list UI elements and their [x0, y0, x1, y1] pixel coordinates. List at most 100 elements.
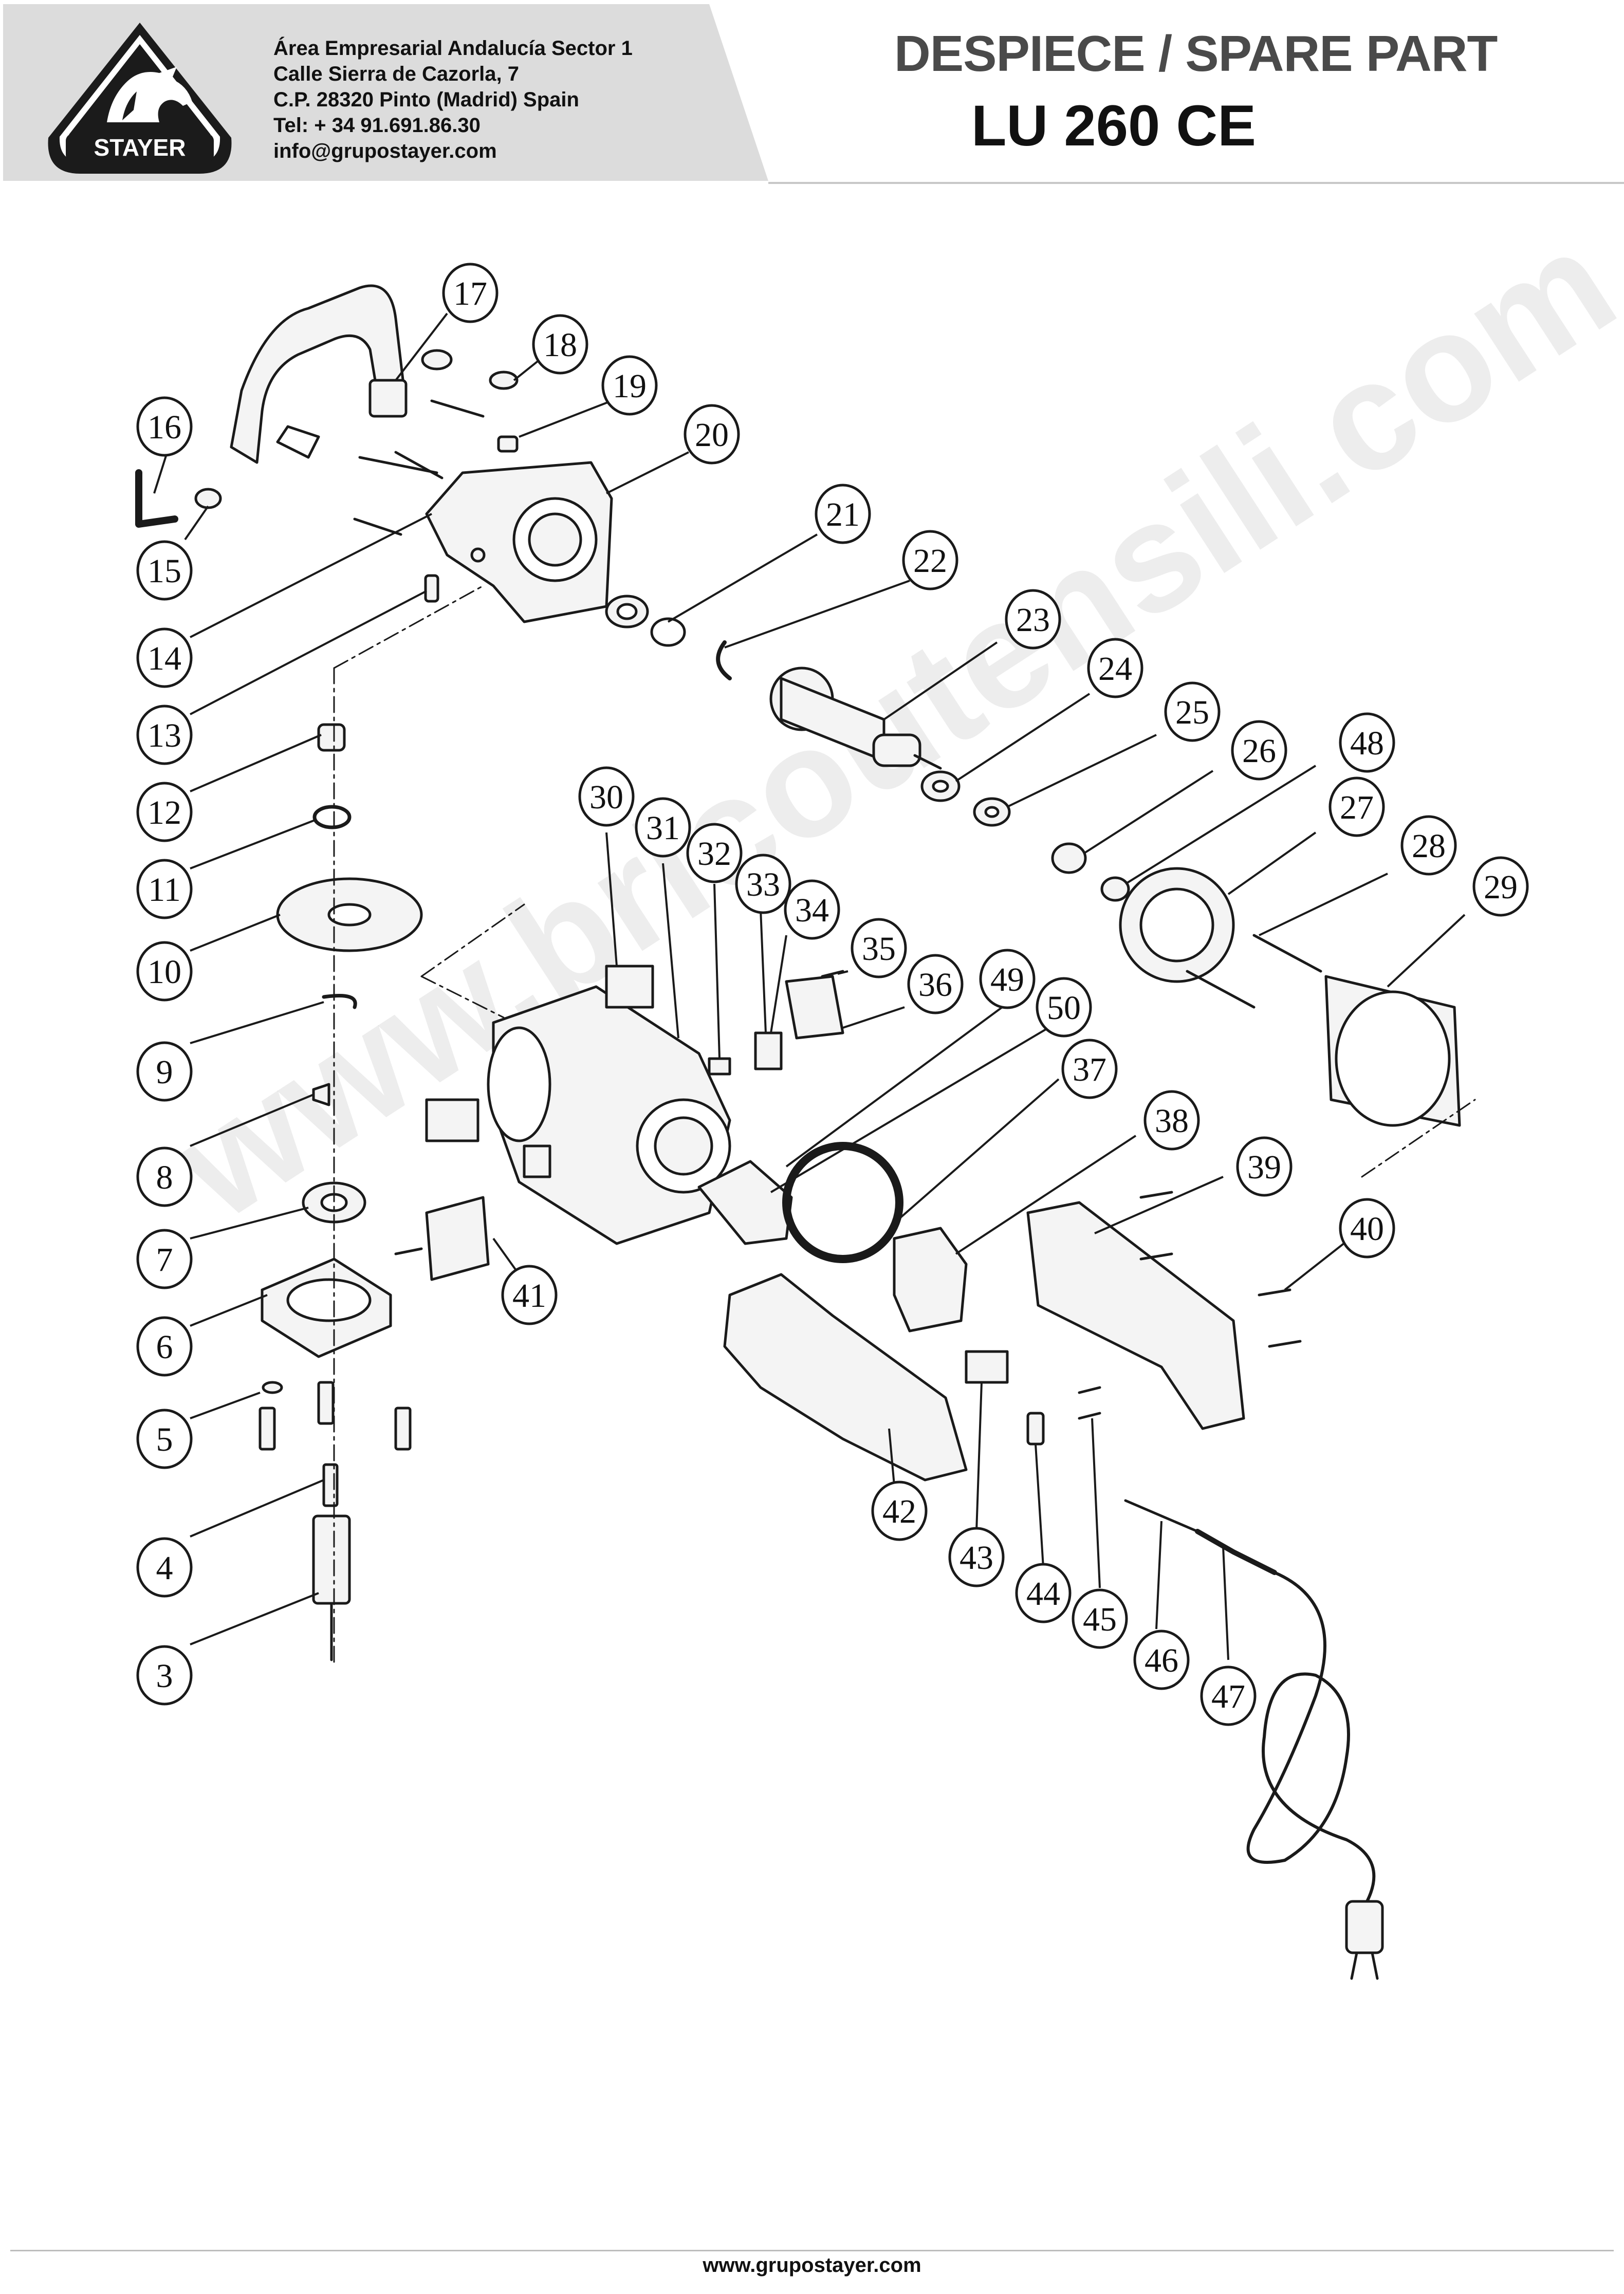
callout-40-label: 40 — [1350, 1210, 1384, 1248]
callout-49: 49 — [979, 949, 1036, 1009]
callout-41: 41 — [501, 1265, 558, 1325]
callout-20: 20 — [684, 404, 740, 465]
callout-46: 46 — [1133, 1630, 1190, 1690]
part-cable-clamp — [1026, 1412, 1045, 1446]
part-rubber-ring — [1100, 876, 1130, 902]
callout-45-label: 45 — [1083, 1601, 1117, 1638]
callout-12: 12 — [136, 782, 193, 842]
callout-42: 42 — [871, 1481, 928, 1541]
callout-26-label: 26 — [1242, 732, 1276, 770]
phone-line: Tel: + 34 91.691.86.30 — [273, 114, 481, 137]
callout-43-label: 43 — [959, 1539, 993, 1577]
callout-37-label: 37 — [1073, 1051, 1106, 1088]
callout-13-label: 13 — [147, 717, 181, 754]
callout-18: 18 — [532, 314, 588, 375]
callout-4-label: 4 — [156, 1549, 173, 1587]
callout-44: 44 — [1015, 1563, 1072, 1623]
callout-31: 31 — [635, 797, 691, 858]
callout-47: 47 — [1200, 1666, 1257, 1726]
callout-40: 40 — [1339, 1198, 1395, 1259]
part-capacitor — [965, 1350, 1009, 1384]
callout-32: 32 — [686, 823, 743, 883]
part-bearing-21 — [605, 595, 649, 628]
part-flange — [261, 1257, 392, 1358]
part-brush-holder-41 — [523, 1144, 551, 1178]
callout-8-label: 8 — [156, 1159, 173, 1196]
logo-wordmark: STAYER — [94, 134, 186, 161]
callout-4: 4 — [136, 1537, 193, 1598]
part-cover-36 — [785, 975, 844, 1040]
callout-41-label: 41 — [512, 1277, 546, 1315]
callout-38: 38 — [1143, 1090, 1200, 1151]
callout-14-label: 14 — [147, 640, 181, 677]
stayer-logo: STAYER — [48, 23, 232, 174]
callout-32-label: 32 — [697, 835, 731, 873]
callout-6-label: 6 — [156, 1328, 173, 1366]
callout-37: 37 — [1061, 1039, 1118, 1099]
callout-7: 7 — [136, 1229, 193, 1289]
callout-24-label: 24 — [1098, 650, 1132, 688]
part-bevel-gear — [276, 877, 423, 952]
part-ring-11 — [312, 805, 352, 829]
email-line: info@grupostayer.com — [273, 140, 497, 162]
part-bearing-7 — [302, 1181, 366, 1224]
part-screw-4 — [322, 1463, 339, 1507]
part-brush-holder — [754, 1031, 783, 1070]
callout-10: 10 — [136, 941, 193, 1002]
part-gear-housing — [425, 461, 613, 623]
footer-website[interactable]: www.grupostayer.com — [703, 2254, 921, 2277]
callout-19-label: 19 — [613, 367, 647, 405]
callout-43: 43 — [948, 1527, 1005, 1587]
part-screw-41 — [394, 1247, 423, 1255]
callout-33: 33 — [735, 854, 791, 914]
callout-14: 14 — [136, 627, 193, 688]
part-circlip-9 — [322, 994, 357, 1009]
callout-30-label: 30 — [589, 779, 623, 816]
part-screws-40 — [1078, 1191, 1302, 1420]
callout-26: 26 — [1231, 720, 1287, 781]
callout-30: 30 — [578, 766, 635, 827]
callout-24: 24 — [1087, 638, 1143, 698]
callout-50: 50 — [1036, 977, 1092, 1038]
part-knob — [194, 488, 222, 509]
callout-12-label: 12 — [147, 794, 181, 831]
callout-29-label: 29 — [1484, 868, 1518, 906]
callout-11: 11 — [136, 859, 193, 919]
callout-21-label: 21 — [826, 496, 860, 533]
callout-28: 28 — [1400, 815, 1457, 876]
callout-3-label: 3 — [156, 1657, 173, 1695]
callout-33-label: 33 — [746, 866, 780, 903]
part-washer — [650, 617, 686, 647]
part-label-41 — [425, 1098, 479, 1142]
callout-22-label: 22 — [913, 542, 947, 580]
address-line-3: C.P. 28320 Pinto (Madrid) Spain — [273, 88, 579, 111]
part-motor-housing — [487, 985, 731, 1245]
callout-9-label: 9 — [156, 1053, 173, 1091]
part-half-handle-42 — [723, 1273, 968, 1482]
part-pin — [424, 574, 439, 603]
callout-22: 22 — [902, 530, 958, 590]
callout-35: 35 — [851, 918, 907, 978]
callout-50-label: 50 — [1047, 989, 1081, 1027]
callout-27-label: 27 — [1340, 789, 1374, 826]
callout-7-label: 7 — [156, 1241, 173, 1279]
part-switch — [893, 1227, 968, 1333]
callout-5-label: 5 — [156, 1421, 173, 1458]
part-screws-top — [353, 349, 519, 536]
part-bearing-24 — [920, 770, 961, 802]
callout-23: 23 — [1005, 589, 1061, 650]
callout-18-label: 18 — [543, 326, 577, 364]
callout-34: 34 — [784, 879, 840, 940]
part-bearing-25 — [973, 797, 1011, 827]
callout-45: 45 — [1072, 1588, 1128, 1649]
callout-25: 25 — [1164, 681, 1221, 742]
leader-lines — [153, 312, 1466, 1660]
callout-15-label: 15 — [147, 552, 181, 590]
part-armature — [769, 667, 942, 770]
callout-46-label: 46 — [1145, 1642, 1178, 1679]
part-screw-35 — [821, 970, 844, 978]
part-screw-28 — [1252, 934, 1322, 973]
callout-17: 17 — [442, 263, 499, 323]
part-half-handle-39 — [1026, 1201, 1245, 1430]
part-ring-37 — [782, 1142, 903, 1263]
